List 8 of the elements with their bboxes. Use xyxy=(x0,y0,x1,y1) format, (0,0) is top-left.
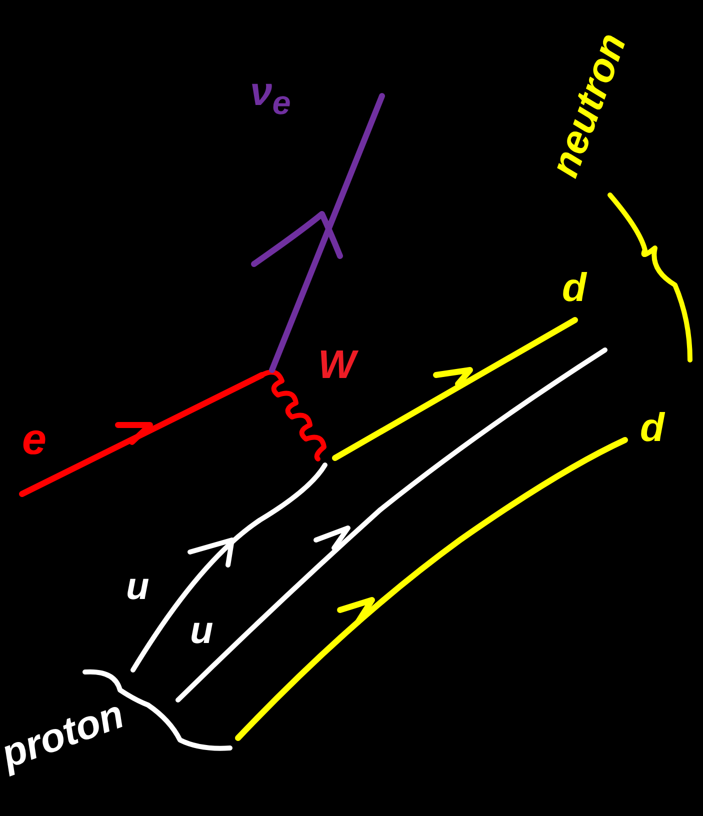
group-label: neutron xyxy=(544,28,633,182)
particle-label: u xyxy=(126,568,150,606)
particle-label: u xyxy=(190,612,214,650)
particle-label: d xyxy=(562,268,586,308)
particle-label: W xyxy=(318,345,356,385)
particle-label: e xyxy=(22,418,46,462)
particle-label: ν$_{e}$ xyxy=(250,72,291,120)
particle-label: d xyxy=(640,408,664,448)
